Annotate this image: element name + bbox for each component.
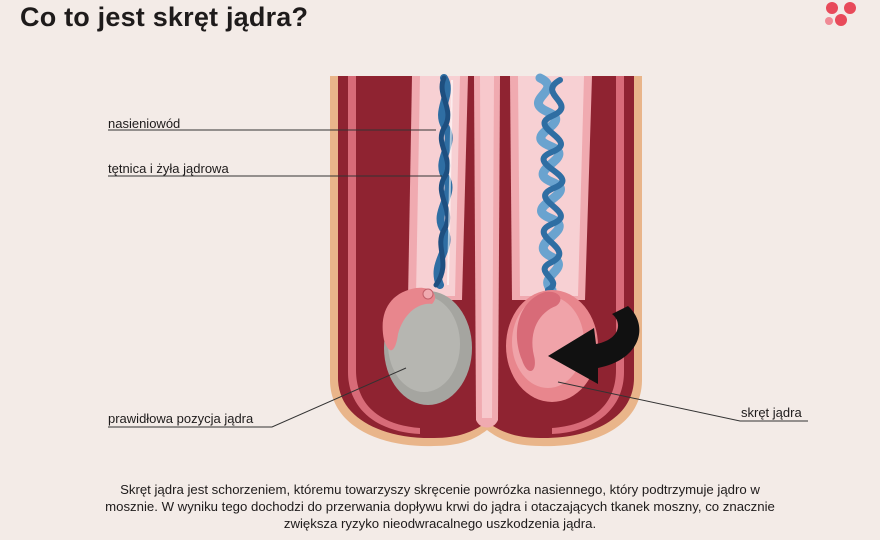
scrotum-lining-right	[552, 76, 624, 434]
leader-normal-position	[108, 367, 407, 428]
label-torsion: skręt jądra	[741, 405, 802, 420]
leader-torsion	[557, 381, 808, 422]
label-normal-position: prawidłowa pozycja jądra	[108, 411, 254, 426]
label-vas-deferens: nasieniowód	[108, 116, 181, 131]
epididymis-left	[382, 287, 436, 351]
right-artery-vein	[534, 73, 565, 295]
rotation-arrow-icon	[548, 306, 640, 384]
label-testicular-vessels: tętnica i żyła jądrowa	[108, 161, 229, 176]
logo-dots-icon	[825, 2, 856, 26]
caption: Skręt jądra jest schorzeniem, któremu to…	[105, 482, 775, 531]
page-title: Co to jest skręt jądra?	[20, 2, 309, 32]
left-vas-deferens	[447, 79, 453, 286]
scrotum-lining-left	[348, 76, 420, 434]
epididymis-right	[516, 291, 561, 372]
